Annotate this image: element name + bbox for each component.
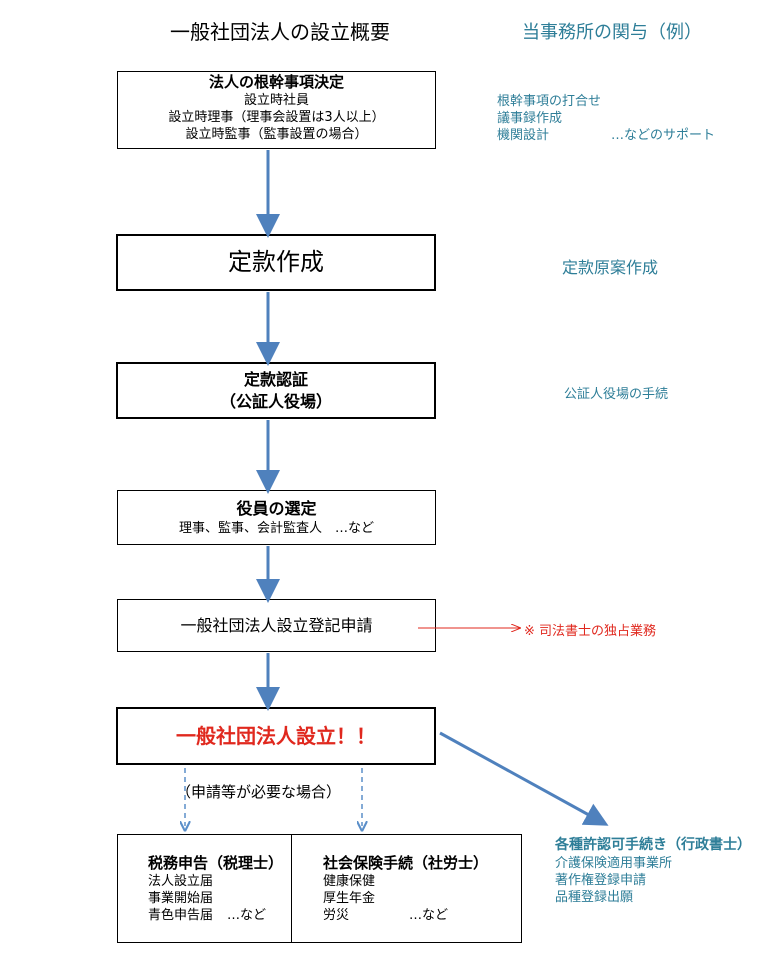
social-item: 厚生年金 [323, 891, 376, 906]
note-line: 機関設計 …などのサポート [497, 127, 727, 144]
tax-section: 税務申告（税理士） 法人設立届 事業開始届 青色申告届 …など [148, 853, 283, 924]
step-title: 法人の根幹事項決定 [208, 73, 344, 91]
tax-suffix: …など [227, 908, 267, 923]
note-notary-procedure: 公証人役場の手続 [564, 387, 669, 402]
step-line: 設立時理事（理事会設置は3人以上） [168, 110, 385, 125]
social-insurance-section: 社会保険手続（社労士） 健康保健 厚生年金 労災 …など [323, 853, 488, 924]
tax-item: 事業開始届 [148, 891, 214, 906]
step-line: 理事、監事、会計監査人 …など [178, 521, 374, 536]
social-item-text: 労災 [323, 908, 350, 923]
page-title: 一般社団法人の設立概要 [170, 20, 390, 44]
step-line: 設立時監事（監事設置の場合） [185, 127, 368, 142]
step-title: 役員の選定 [236, 499, 317, 518]
step-articles-creation: 定款作成 [116, 234, 436, 291]
tax-item: 青色申告届 …など [148, 907, 283, 924]
step-subtitle: （公証人役場） [219, 392, 332, 411]
step-fundamental-decision: 法人の根幹事項決定 設立時社員 設立時理事（理事会設置は3人以上） 設立時監事（… [117, 71, 436, 149]
permits-item: 介護保険適用事業所 [555, 856, 673, 871]
step-title: 一般社団法人設立！！ [176, 724, 376, 748]
conditional-label: （申請等が必要な場合） [176, 783, 342, 801]
step-title: 一般社団法人設立登記申請 [180, 616, 373, 635]
step-line: 設立時社員 [243, 93, 309, 108]
step-registration-application: 一般社団法人設立登記申請 [117, 599, 436, 652]
tax-item: 法人設立届 [148, 874, 214, 889]
note-line-text: 機関設計 [497, 128, 550, 143]
permits-section: 各種許認可手続き（行政書士） 介護保険適用事業所 著作権登録申請 品種登録出願 [555, 836, 751, 906]
tax-item-text: 青色申告届 [148, 908, 214, 923]
note-line: 根幹事項の打合せ [497, 94, 602, 109]
step-incorporation: 一般社団法人設立！！ [116, 707, 436, 765]
note-judicial-scrivener-exclusive: ※ 司法書士の独占業務 [524, 624, 657, 639]
social-title: 社会保険手続（社労士） [323, 854, 489, 872]
social-item: 労災 …など [323, 907, 463, 924]
step-title: 定款認証 [243, 370, 308, 389]
step-title: 定款作成 [228, 248, 324, 276]
note-fundamental-support: 根幹事項の打合せ 議事録作成 機関設計 …などのサポート [497, 93, 727, 144]
note-articles-draft: 定款原案作成 [562, 258, 659, 277]
social-item: 健康保健 [323, 874, 376, 889]
note-line: 議事録作成 [497, 111, 563, 126]
involvement-heading: 当事務所の関与（例） [522, 22, 702, 43]
tax-title: 税務申告（税理士） [148, 854, 284, 872]
step-officer-selection: 役員の選定 理事、監事、会計監査人 …など [117, 490, 436, 545]
section-divider [291, 835, 292, 942]
specialist-procedures-box: 税務申告（税理士） 法人設立届 事業開始届 青色申告届 …など 社会保険手続（社労… [117, 834, 522, 943]
permits-item: 著作権登録申請 [555, 873, 647, 888]
permits-title: 各種許認可手続き（行政書士） [555, 837, 751, 853]
permits-item: 品種登録出願 [555, 890, 634, 905]
note-suffix: …などのサポート [611, 128, 716, 143]
permits-arrow [439, 731, 609, 826]
social-suffix: …など [409, 908, 449, 923]
